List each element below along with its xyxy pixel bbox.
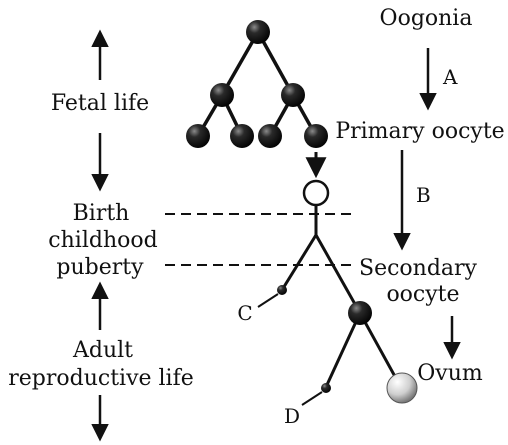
- puberty-label: puberty: [56, 255, 144, 280]
- ovum-label: Ovum: [417, 361, 483, 386]
- oogonium-cell: [258, 124, 282, 148]
- oogonia-label: Oogonia: [380, 6, 473, 31]
- step-b-label: B: [416, 183, 431, 207]
- reproductive-life-label: reproductive life: [8, 366, 194, 391]
- secondary-oocyte-label-line2: oocyte: [386, 282, 459, 307]
- oogonium-cell: [210, 83, 234, 107]
- primary-oocyte-cell: [304, 181, 328, 205]
- secondary-oocyte-cell: [348, 301, 372, 325]
- polar-body-pointers: [258, 294, 322, 405]
- first-polar-body: [277, 285, 287, 295]
- birth-label: Birth: [73, 201, 130, 226]
- oogonium-cell: [304, 124, 328, 148]
- mitosis-tree: [198, 32, 316, 136]
- oogonium-cell: [246, 20, 270, 44]
- primary-oocyte-label: Primary oocyte: [335, 119, 504, 144]
- dashed-boundaries: [165, 214, 355, 265]
- oogonium-cell: [186, 124, 210, 148]
- polar-body-d-label: D: [284, 404, 300, 428]
- oogonia-cells: [186, 20, 328, 148]
- ovum-cell: [387, 373, 417, 403]
- second-polar-body: [321, 383, 331, 393]
- adult-label: Adult: [72, 338, 133, 363]
- step-a-label: A: [442, 65, 458, 89]
- oogonium-cell: [230, 124, 254, 148]
- polar-body-c-label: C: [237, 301, 252, 325]
- oogonium-cell: [281, 83, 305, 107]
- meiosis-branches: [282, 205, 398, 387]
- secondary-oocyte-label-line1: Secondary: [359, 256, 478, 281]
- childhood-label: childhood: [48, 228, 157, 253]
- fetal-life-label: Fetal life: [51, 91, 149, 116]
